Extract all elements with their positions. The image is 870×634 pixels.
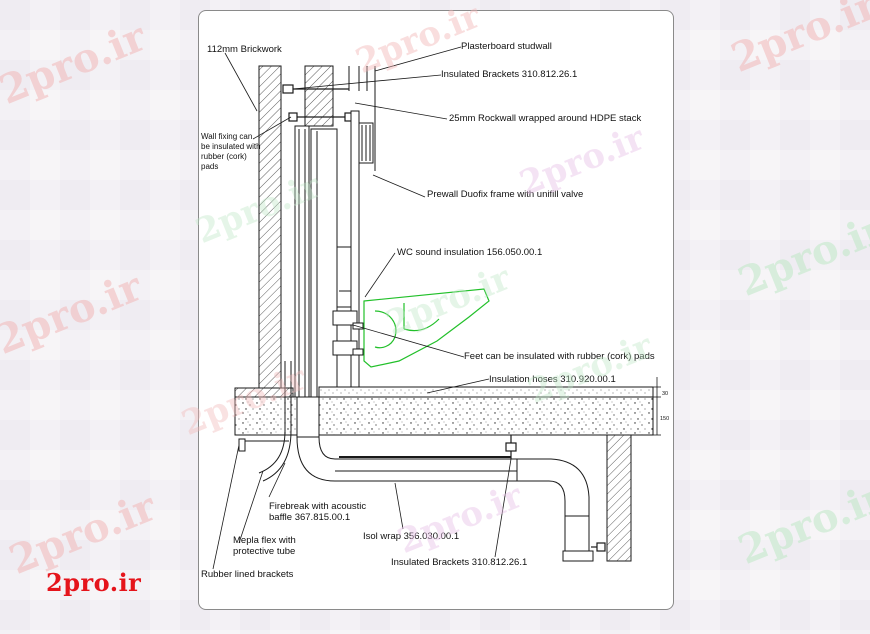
label-prewall: Prewall Duofix frame with unifill valve bbox=[427, 189, 584, 200]
label-wc-sound: WC sound insulation 156.050.00.1 bbox=[397, 247, 543, 258]
section-drawing: 30 150 bbox=[212, 46, 669, 570]
dimension-marks bbox=[653, 377, 661, 436]
label-plasterboard: Plasterboard studwall bbox=[461, 41, 552, 52]
hdpe-stack bbox=[294, 125, 338, 412]
label-firebreak: Firebreak with acoustic baffle 367.815.0… bbox=[269, 501, 367, 523]
feet-pads bbox=[352, 322, 364, 356]
label-insulation-hoses: Insulation hoses 310.920.00.1 bbox=[489, 374, 616, 385]
right-wall bbox=[606, 434, 632, 562]
label-mepla: Mepla flex with protective tube bbox=[233, 535, 296, 557]
label-wall-fixing: Wall fixing can be insulated with rubber… bbox=[201, 132, 261, 171]
leader-lines bbox=[212, 46, 512, 570]
label-rockwall: 25mm Rockwall wrapped around HDPE stack bbox=[449, 113, 642, 124]
label-insulated-brackets-bottom: Insulated Brackets 310.812.26.1 bbox=[391, 557, 528, 568]
studwall bbox=[304, 65, 368, 127]
dim-label-top: 30 bbox=[662, 391, 668, 397]
label-insulated-brackets-top: Insulated Brackets 310.812.26.1 bbox=[441, 69, 578, 80]
drain-pipe bbox=[296, 396, 518, 482]
bracket-bottom bbox=[505, 435, 606, 552]
mepla-flex bbox=[238, 361, 292, 482]
label-feet: Feet can be insulated with rubber (cork)… bbox=[464, 351, 655, 362]
dim-label-bottom: 150 bbox=[660, 416, 669, 422]
label-isol-wrap: Isol wrap 356.030.00.1 bbox=[363, 531, 460, 542]
drawing-sheet: 30 150 bbox=[176, 0, 674, 610]
brick-wall bbox=[234, 65, 294, 407]
label-rubber-brackets: Rubber lined brackets bbox=[201, 569, 294, 580]
bottom-elbow bbox=[516, 458, 594, 562]
label-brickwork: 112mm Brickwork bbox=[207, 44, 282, 55]
cistern bbox=[332, 246, 358, 356]
brand-logo[interactable]: 2pro.ir bbox=[46, 568, 142, 597]
duofix-frame bbox=[350, 66, 376, 392]
bracket-top bbox=[282, 84, 356, 122]
